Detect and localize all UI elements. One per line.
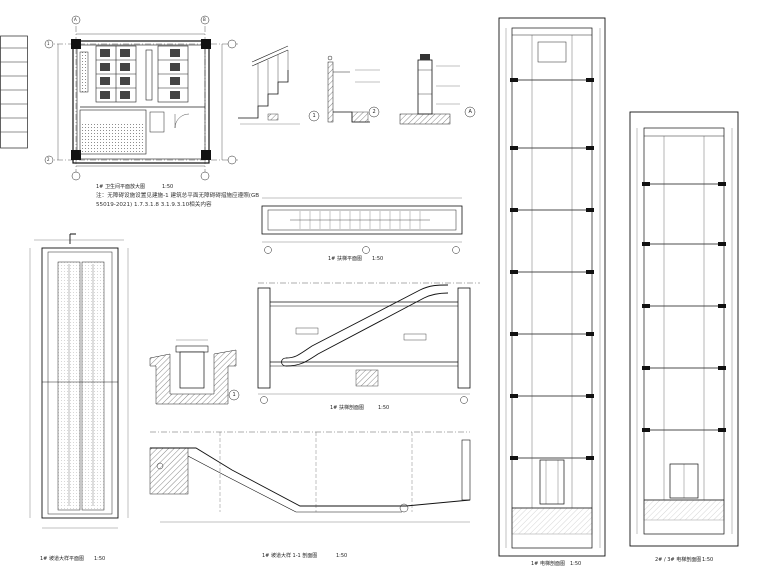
escalator-plan-title: 1# 扶梯平面图 xyxy=(328,256,362,262)
ramp-plan-scale: 1:50 xyxy=(94,556,106,562)
grid-mark: 2 xyxy=(47,157,50,162)
detail-mark-A: A xyxy=(468,109,472,115)
ramp-section xyxy=(149,431,471,523)
grid-mark: A xyxy=(74,17,77,22)
grid-mark: 1 xyxy=(47,41,50,46)
pit-detail xyxy=(149,339,240,405)
elevator-1-section xyxy=(498,17,606,557)
toilet-plan-scale: 1:50 xyxy=(162,184,174,190)
escalator-section-title: 1# 扶梯剖面图 xyxy=(330,405,364,411)
escalator-plan xyxy=(261,197,463,254)
ramp-plan xyxy=(29,233,129,529)
elevator-1-title: 1# 电梯剖面图 xyxy=(531,561,565,567)
elevator-1-scale: 1:50 xyxy=(570,561,582,567)
grid-mark: B xyxy=(203,17,206,22)
escalator-section-scale: 1:50 xyxy=(378,405,390,411)
toilet-plan-title: 1# 卫生间平面放大图 xyxy=(96,184,145,190)
handrail-detail-2 xyxy=(327,55,380,123)
elevator-2-scale: 1:50 xyxy=(702,557,714,563)
toilet-plan xyxy=(44,15,238,181)
detail-mark-3: 1 xyxy=(232,392,236,398)
title-block xyxy=(0,35,28,149)
elevator-2-section xyxy=(629,111,739,547)
note-line-2: 55019-2021) 1.7.3.1.8 3.1.9.3.10相关内容 xyxy=(96,202,212,208)
elevator-2-title: 2# / 3# 电梯剖面图 xyxy=(655,557,702,563)
escalator-section xyxy=(257,282,480,404)
ramp-section-title: 1# 坡道大样 1-1 剖面图 xyxy=(262,553,318,559)
ramp-plan-title: 1# 坡道大样平面图 xyxy=(40,556,84,562)
handrail-detail-1 xyxy=(238,45,320,125)
ramp-section-scale: 1:50 xyxy=(336,553,348,559)
escalator-plan-scale: 1:50 xyxy=(372,256,384,262)
detail-mark-2: 2 xyxy=(372,109,376,115)
note-line-1: 注：无障碍设施设置见建施-1 建筑总平面无障碍碍措施应遵照(GB xyxy=(96,193,260,199)
guardrail-detail-A xyxy=(399,54,476,125)
detail-mark-1: 1 xyxy=(312,113,316,119)
